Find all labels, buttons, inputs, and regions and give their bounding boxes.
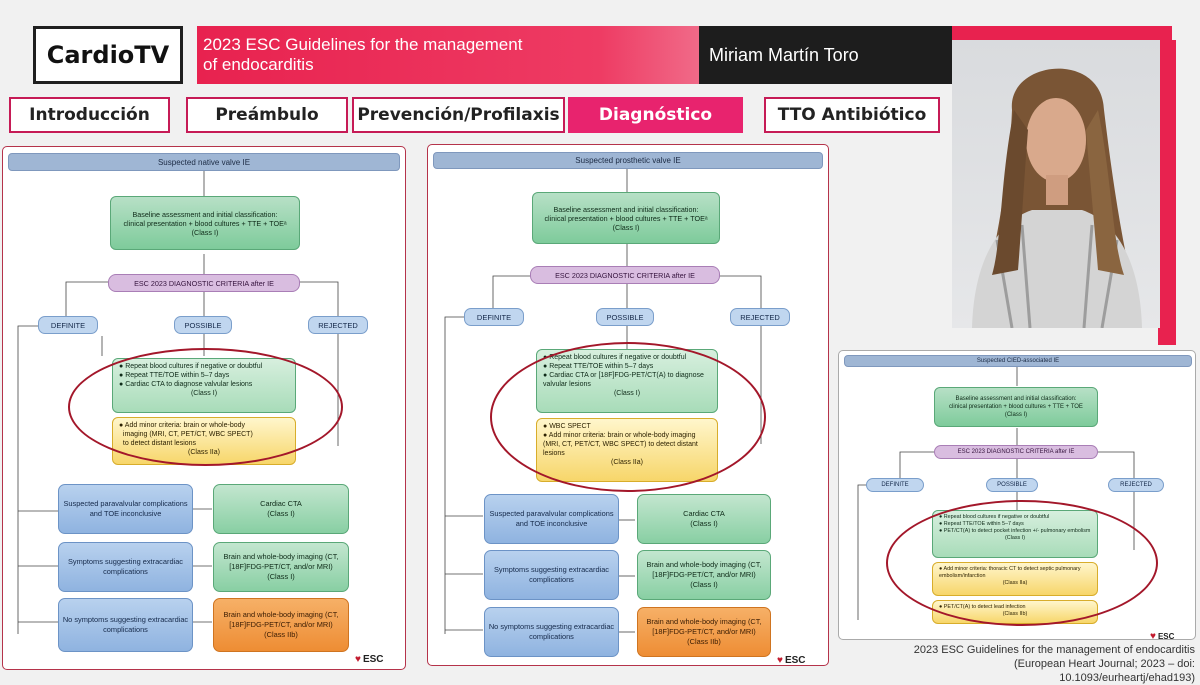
cied-definite: DEFINITE: [866, 478, 924, 492]
native-left-box-1: Suspected paravalvular complications and…: [58, 484, 193, 534]
prosthetic-right-3-class: (Class IIb): [687, 637, 721, 646]
cardiotv-logo: CardioTV: [33, 26, 183, 84]
native-right-3-text: Brain and whole-body imaging (CT, [18F]F…: [223, 610, 339, 629]
prosthetic-possible: POSSIBLE: [596, 308, 654, 326]
cied-rejected: REJECTED: [1108, 478, 1164, 492]
native-right-3-class: (Class IIb): [264, 630, 298, 639]
cied-highlight-ellipse: [886, 500, 1158, 626]
native-rejected: REJECTED: [308, 316, 368, 334]
native-right-1-class: (Class I): [267, 509, 295, 518]
prosthetic-definite: DEFINITE: [464, 308, 524, 326]
prosthetic-criteria: ESC 2023 DIAGNOSTIC CRITERIA after IE: [530, 266, 720, 284]
prosthetic-right-box-1: Cardiac CTA (Class I): [637, 494, 771, 544]
prosthetic-right-2-class: (Class I): [690, 580, 718, 589]
citation-line2: (European Heart Journal; 2023 – doi: 10.…: [1013, 658, 1195, 684]
native-right-1-text: Cardiac CTA: [260, 499, 302, 508]
cied-baseline-line2: clinical presentation + blood cultures +…: [949, 404, 1083, 410]
native-baseline-line3: (Class I): [191, 227, 219, 237]
prosthetic-baseline-line2: clinical presentation + blood cultures +…: [544, 213, 708, 223]
prosthetic-baseline-line1: Baseline assessment and initial classifi…: [553, 204, 699, 214]
cied-baseline-line3: (Class I): [1004, 412, 1028, 418]
prosthetic-right-1-class: (Class I): [690, 519, 718, 528]
prosthetic-right-1-text: Cardiac CTA: [683, 509, 725, 518]
prosthetic-highlight-ellipse: [490, 342, 766, 492]
talk-title-line2: of endocarditis: [203, 55, 314, 74]
presenter-silhouette: [972, 68, 1142, 328]
prosthetic-rejected: REJECTED: [730, 308, 790, 326]
cied-esc-logo: ♥ESC: [1150, 631, 1175, 642]
prosthetic-baseline-line3: (Class I): [612, 222, 640, 232]
presenter-video: [952, 40, 1160, 328]
cied-criteria: ESC 2023 DIAGNOSTIC CRITERIA after IE: [934, 445, 1098, 459]
speaker-name: Miriam Martín Toro: [699, 26, 952, 84]
prosthetic-right-2-text: Brain and whole-body imaging (CT, [18F]F…: [646, 560, 762, 579]
native-esc-logo: ♥ESC: [355, 654, 384, 665]
prosthetic-right-3-text: Brain and whole-body imaging (CT, [18F]F…: [646, 617, 762, 636]
heart-icon: ♥: [355, 654, 361, 665]
prosthetic-left-box-2: Symptoms suggesting extracardiac complic…: [484, 550, 619, 600]
tab-introduccion[interactable]: Introducción: [9, 97, 170, 133]
prosthetic-right-box-2: Brain and whole-body imaging (CT, [18F]F…: [637, 550, 771, 600]
talk-title-line1: 2023 ESC Guidelines for the management: [203, 35, 523, 54]
prosthetic-header: Suspected prosthetic valve IE: [433, 152, 823, 169]
prosthetic-connectors: [444, 168, 762, 634]
prosthetic-right-box-3: Brain and whole-body imaging (CT, [18F]F…: [637, 607, 771, 657]
native-baseline-box: Baseline assessment and initial classifi…: [110, 196, 300, 250]
native-right-box-1: Cardiac CTA (Class I): [213, 484, 349, 534]
native-connectors: [17, 171, 339, 634]
prosthetic-esc-logo: ♥ESC: [777, 655, 806, 666]
native-left-box-3: No symptoms suggesting extracardiac comp…: [58, 598, 193, 652]
native-baseline-line2: clinical presentation + blood cultures +…: [123, 218, 287, 228]
tab-preambulo[interactable]: Preámbulo: [186, 97, 348, 133]
tab-diagnostico[interactable]: Diagnóstico: [568, 97, 743, 133]
native-definite: DEFINITE: [38, 316, 98, 334]
native-right-2-text: Brain and whole-body imaging (CT, [18F]F…: [223, 552, 339, 571]
tab-tto-antibiotico[interactable]: TTO Antibiótico: [764, 97, 940, 133]
cied-header: Suspected CIED-associated IE: [844, 355, 1192, 367]
native-baseline-line1: Baseline assessment and initial classifi…: [132, 209, 278, 219]
heart-icon: ♥: [777, 655, 783, 666]
citation-line1: 2023 ESC Guidelines for the management o…: [913, 644, 1195, 656]
tab-prevencion-profilaxis[interactable]: Prevención/Profilaxis: [352, 97, 565, 133]
native-header: Suspected native valve IE: [8, 153, 400, 171]
citation: 2023 ESC Guidelines for the management o…: [890, 643, 1195, 684]
cied-baseline-box: Baseline assessment and initial classifi…: [934, 387, 1098, 427]
accent-side-bar: [1158, 40, 1176, 345]
prosthetic-baseline-box: Baseline assessment and initial classifi…: [532, 192, 720, 244]
cied-baseline-line1: Baseline assessment and initial classifi…: [955, 396, 1077, 402]
native-highlight-ellipse: [68, 348, 343, 466]
talk-title-banner: 2023 ESC Guidelines for the management o…: [197, 26, 699, 84]
prosthetic-left-box-3: No symptoms suggesting extracardiac comp…: [484, 607, 619, 657]
heart-icon: ♥: [1150, 631, 1156, 642]
cied-possible: POSSIBLE: [986, 478, 1038, 492]
prosthetic-left-box-1: Suspected paravalvular complications and…: [484, 494, 619, 544]
native-possible: POSSIBLE: [174, 316, 232, 334]
native-right-box-3: Brain and whole-body imaging (CT, [18F]F…: [213, 598, 349, 652]
native-criteria: ESC 2023 DIAGNOSTIC CRITERIA after IE: [108, 274, 300, 292]
native-right-box-2: Brain and whole-body imaging (CT, [18F]F…: [213, 542, 349, 592]
native-right-2-class: (Class I): [267, 572, 295, 581]
native-left-box-2: Symptoms suggesting extracardiac complic…: [58, 542, 193, 592]
